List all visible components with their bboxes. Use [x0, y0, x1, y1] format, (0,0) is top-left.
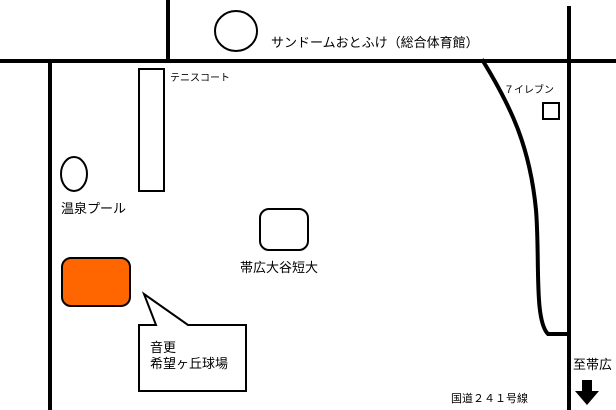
- sundome-marker: [214, 10, 258, 52]
- tennis-court-marker: [138, 68, 165, 192]
- ballpark-callout: [138, 291, 247, 392]
- to-obihiro-label: 至帯広: [573, 358, 613, 373]
- ballpark-label-line2: 希望ヶ丘球場: [150, 357, 229, 372]
- seven-eleven-label: ７イレブン: [504, 85, 554, 96]
- college-label: 帯広大谷短大: [240, 261, 319, 276]
- route-label: 国道２４１号線: [451, 392, 528, 405]
- tennis-court-label: テニスコート: [170, 73, 230, 84]
- onsen-pool-marker: [60, 156, 88, 192]
- ballpark-label-line1: 音更: [150, 341, 177, 356]
- sundome-label: サンドームおとふけ（総合体育館）: [271, 36, 479, 51]
- ballpark-marker: [61, 257, 131, 307]
- road-curved-route: [480, 58, 571, 336]
- seven-eleven-marker: [542, 102, 560, 120]
- down-arrow-icon: [575, 380, 599, 405]
- college-marker: [259, 208, 309, 251]
- onsen-pool-label: 温泉プール: [61, 202, 127, 217]
